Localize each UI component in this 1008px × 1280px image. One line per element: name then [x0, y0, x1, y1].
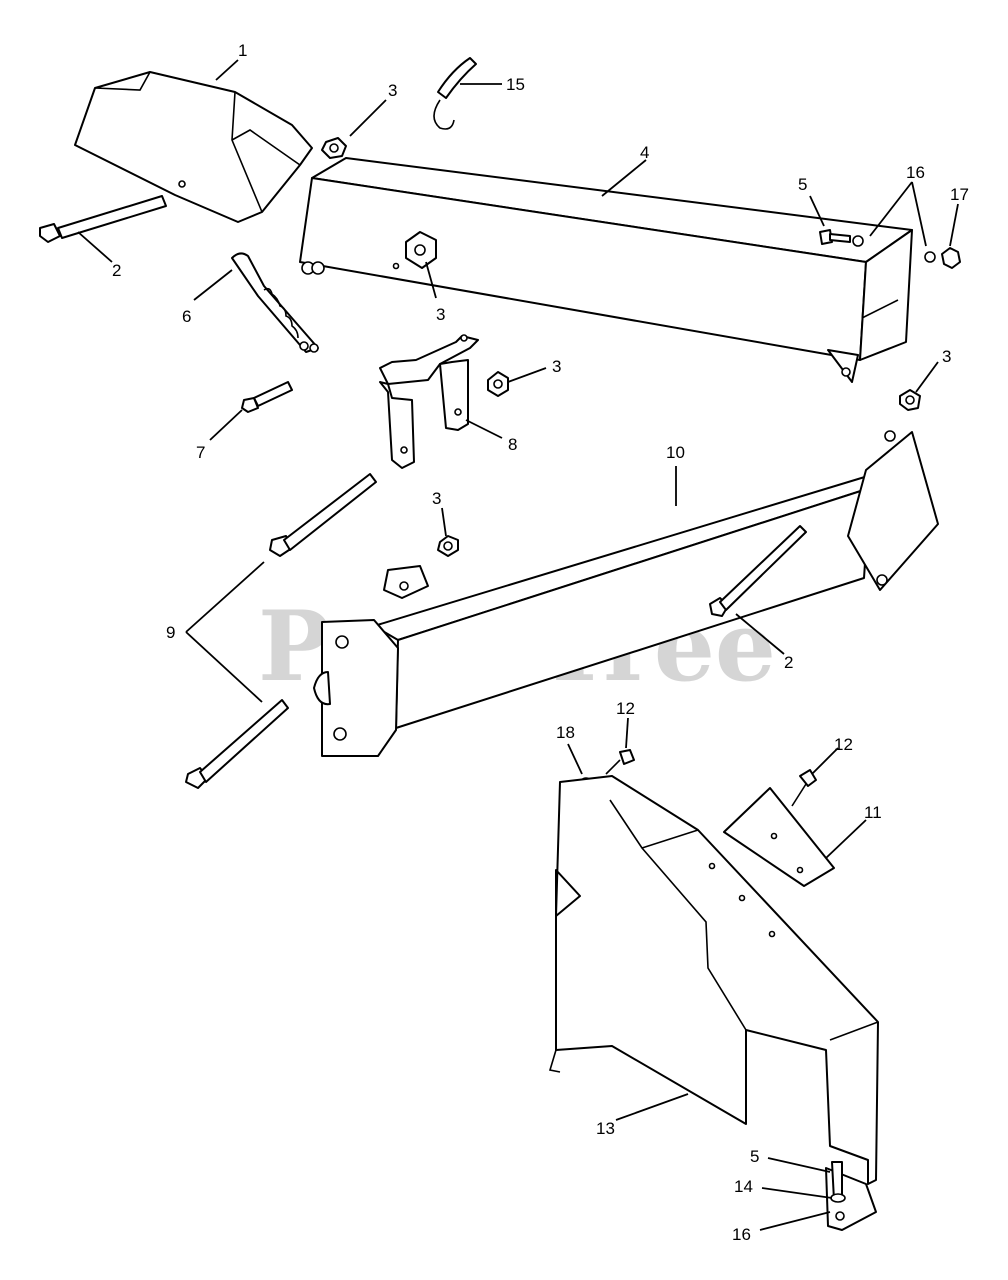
- part-15-hook: [433, 57, 477, 130]
- part-17-nut: [941, 247, 961, 269]
- part-9-bolt-lower: [185, 699, 289, 789]
- callout-7: 7: [196, 443, 205, 462]
- callout-5-upper: 5: [798, 175, 807, 194]
- callout-3-b: 3: [436, 305, 445, 324]
- callout-2-lower: 2: [784, 653, 793, 672]
- callout-5-lower: 5: [750, 1147, 759, 1166]
- callout-14: 14: [734, 1177, 753, 1196]
- callout-6: 6: [182, 307, 191, 326]
- callout-labels: 1 2 3 15 4 5 16 17 3 6 7 3 8 3 10 3 9 2 …: [112, 41, 969, 1244]
- callout-3-d: 3: [942, 347, 951, 366]
- part-6-lever: [231, 252, 319, 353]
- callout-16-upper: 16: [906, 163, 925, 182]
- callout-10: 10: [666, 443, 685, 462]
- callout-16-lower: 16: [732, 1225, 751, 1244]
- part-16-washer-upper: [852, 235, 936, 263]
- part-3-nut-a: [321, 137, 347, 159]
- callout-1: 1: [238, 41, 247, 60]
- callout-15: 15: [506, 75, 525, 94]
- callout-3-c: 3: [552, 357, 561, 376]
- callout-8: 8: [508, 435, 517, 454]
- callout-13: 13: [596, 1119, 615, 1138]
- leader-lines: [77, 59, 959, 1231]
- part-3-nut-e: [437, 535, 459, 557]
- part-5-bolt-upper: [819, 229, 851, 245]
- part-2-bolt-lower: [709, 525, 807, 617]
- part-3-nut-c: [487, 371, 509, 397]
- part-3-nut-d: [899, 389, 921, 411]
- callout-11: 11: [864, 803, 882, 822]
- part-2-bolt-upper: [39, 195, 167, 243]
- part-4-upper-beam: [299, 157, 913, 383]
- callout-17: 17: [950, 185, 969, 204]
- part-13-shield: [548, 775, 879, 1231]
- part-14-lock-washer: [830, 1193, 846, 1203]
- callout-12-right: 12: [834, 735, 853, 754]
- part-10-lower-beam: [313, 430, 939, 757]
- callout-4: 4: [640, 143, 649, 162]
- part-8-bracket: [379, 334, 479, 469]
- part-12-screw-upper: [605, 749, 635, 775]
- callout-12-upper: 12: [616, 699, 635, 718]
- callout-2-upper: 2: [112, 261, 121, 280]
- callout-3-e: 3: [432, 489, 441, 508]
- part-11-small-bracket: [723, 787, 835, 887]
- part-9-bolt-upper: [269, 473, 377, 557]
- callout-9: 9: [166, 623, 175, 642]
- part-7-bolt: [241, 381, 293, 413]
- callout-18: 18: [556, 723, 575, 742]
- part-1-chute-cover: [74, 71, 313, 223]
- callout-3-a: 3: [388, 81, 397, 100]
- part-12-screw-right: [791, 769, 817, 807]
